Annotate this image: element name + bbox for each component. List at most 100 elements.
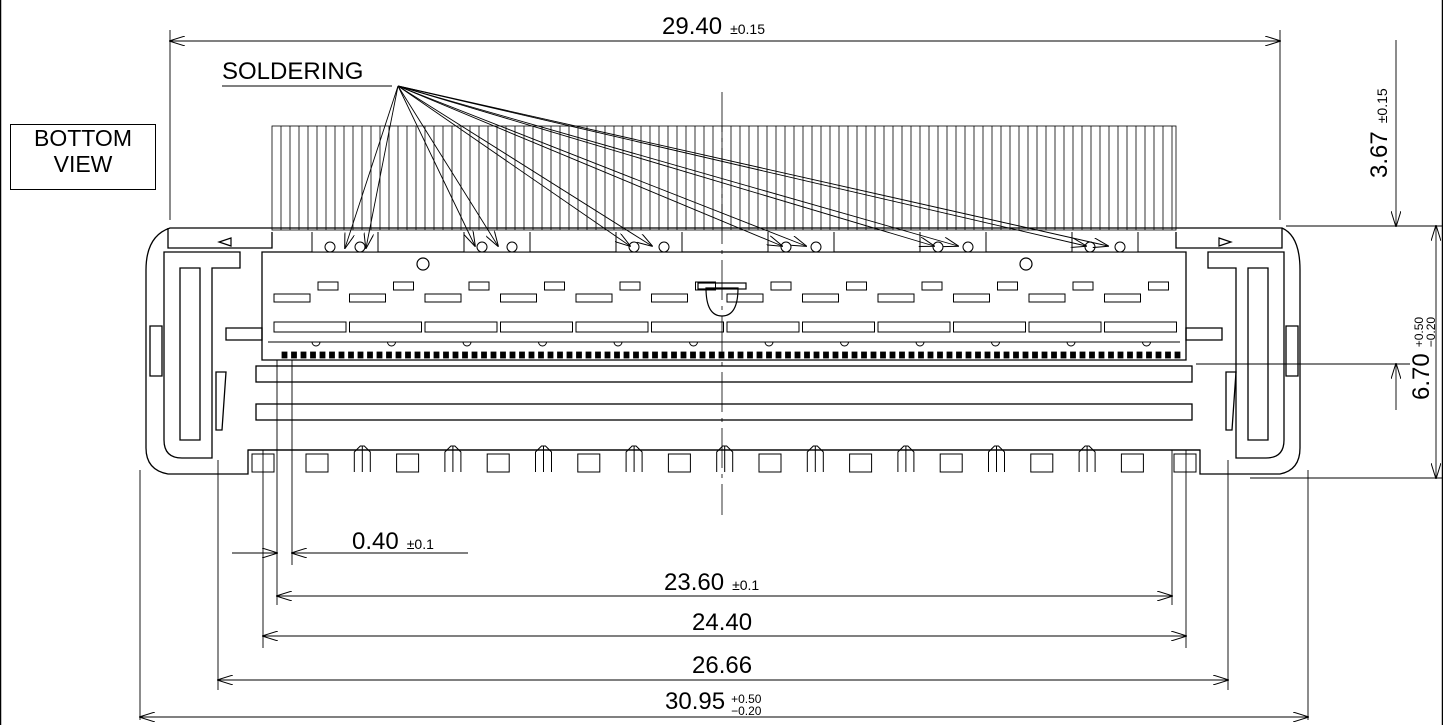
pin <box>851 351 858 359</box>
rail-notch <box>613 341 623 347</box>
contact-rail <box>1028 321 1102 333</box>
pin <box>557 351 563 359</box>
rail-notch <box>387 341 396 347</box>
pad-lower <box>726 293 764 303</box>
pin <box>1032 351 1038 359</box>
pin <box>975 351 981 359</box>
pin <box>1070 351 1076 359</box>
pad-upper <box>1148 281 1169 291</box>
pin <box>481 351 487 359</box>
pin <box>927 351 934 359</box>
contact-rail <box>500 321 573 333</box>
pad-lower <box>424 293 462 303</box>
view-label-box: BOTTOM VIEW <box>10 124 156 190</box>
pin <box>519 351 525 359</box>
pin <box>595 351 601 359</box>
solder-notch <box>463 232 531 253</box>
pin <box>1022 351 1029 359</box>
pin <box>1051 351 1057 359</box>
rail-notch <box>462 341 472 347</box>
pin <box>1136 351 1143 359</box>
pin <box>538 351 544 359</box>
pad-upper <box>997 281 1018 291</box>
pin <box>690 351 696 359</box>
solder-point <box>506 241 518 253</box>
dim-height-right-plus: +0.50 <box>1411 316 1426 348</box>
pin <box>1041 351 1048 359</box>
rail-notch <box>1142 341 1151 347</box>
dim-overall-top-value: 29.40 <box>662 13 723 40</box>
rail-notch <box>1066 341 1076 347</box>
dim-width-d-value: 30.95 <box>665 688 726 715</box>
pin <box>1013 351 1019 359</box>
pin <box>566 351 573 359</box>
pin <box>813 351 820 359</box>
contact-rail <box>349 321 422 333</box>
dim-height-right: 6.70+0.50−0.20 <box>1408 316 1438 400</box>
pin <box>623 351 630 359</box>
pin <box>300 351 307 359</box>
pin <box>424 351 430 359</box>
solder-point <box>962 241 974 253</box>
pin <box>490 351 497 359</box>
pin <box>804 351 810 359</box>
dim-width-d-minus: −0.20 <box>731 703 762 718</box>
bottom-teeth <box>251 445 1197 473</box>
pin <box>642 351 649 359</box>
solder-point <box>324 241 336 253</box>
contact-fins <box>271 125 1177 231</box>
pin <box>291 351 297 359</box>
rail-notch <box>915 341 925 347</box>
pad-lower <box>575 293 613 303</box>
pad-lower <box>500 293 537 303</box>
tooth-square <box>1173 453 1197 473</box>
pin <box>357 351 364 359</box>
dim-overall-top-tol: ±0.15 <box>730 21 765 37</box>
tooth-square <box>305 453 329 473</box>
solder-notch <box>1071 232 1139 253</box>
pin <box>386 351 392 359</box>
tooth-square <box>1030 453 1054 473</box>
solder-notch <box>311 232 379 253</box>
pin <box>994 351 1000 359</box>
pin <box>652 351 658 359</box>
pad-upper <box>846 281 867 291</box>
pad-upper <box>317 281 339 291</box>
pad-lower <box>1028 293 1066 303</box>
pin <box>918 351 924 359</box>
contact-rail <box>726 321 800 333</box>
pin <box>329 351 335 359</box>
pin <box>443 351 449 359</box>
contact-rail <box>877 321 951 333</box>
rail-notch <box>538 341 547 347</box>
solder-notch <box>919 232 987 253</box>
contact-rail <box>1104 321 1177 333</box>
pad-lower <box>953 293 990 303</box>
dim-height-top: 3.67±0.15 <box>1366 88 1393 178</box>
pin <box>614 351 620 359</box>
pin <box>889 351 896 359</box>
contact-rail <box>575 321 649 333</box>
tooth-square <box>667 453 691 473</box>
pin <box>395 351 402 359</box>
tooth-latch <box>444 445 462 472</box>
tooth-latch <box>716 445 734 472</box>
pad-upper <box>468 281 490 291</box>
pin <box>747 351 753 359</box>
contact-rail <box>953 321 1026 333</box>
tooth-square <box>939 453 963 473</box>
tooth-latch <box>353 445 371 472</box>
dim-overall-top: 29.40 ±0.15 <box>662 15 765 39</box>
pin <box>1079 351 1086 359</box>
pad-lower <box>1104 293 1141 303</box>
pin <box>1165 351 1171 359</box>
pin <box>661 351 668 359</box>
tooth-latch <box>988 445 1005 472</box>
pin <box>281 351 288 359</box>
pin <box>728 351 734 359</box>
pad-upper <box>921 281 943 291</box>
pin <box>500 351 506 359</box>
pad-lower <box>349 293 386 303</box>
tooth-latch <box>1078 445 1096 472</box>
pin <box>367 351 373 359</box>
